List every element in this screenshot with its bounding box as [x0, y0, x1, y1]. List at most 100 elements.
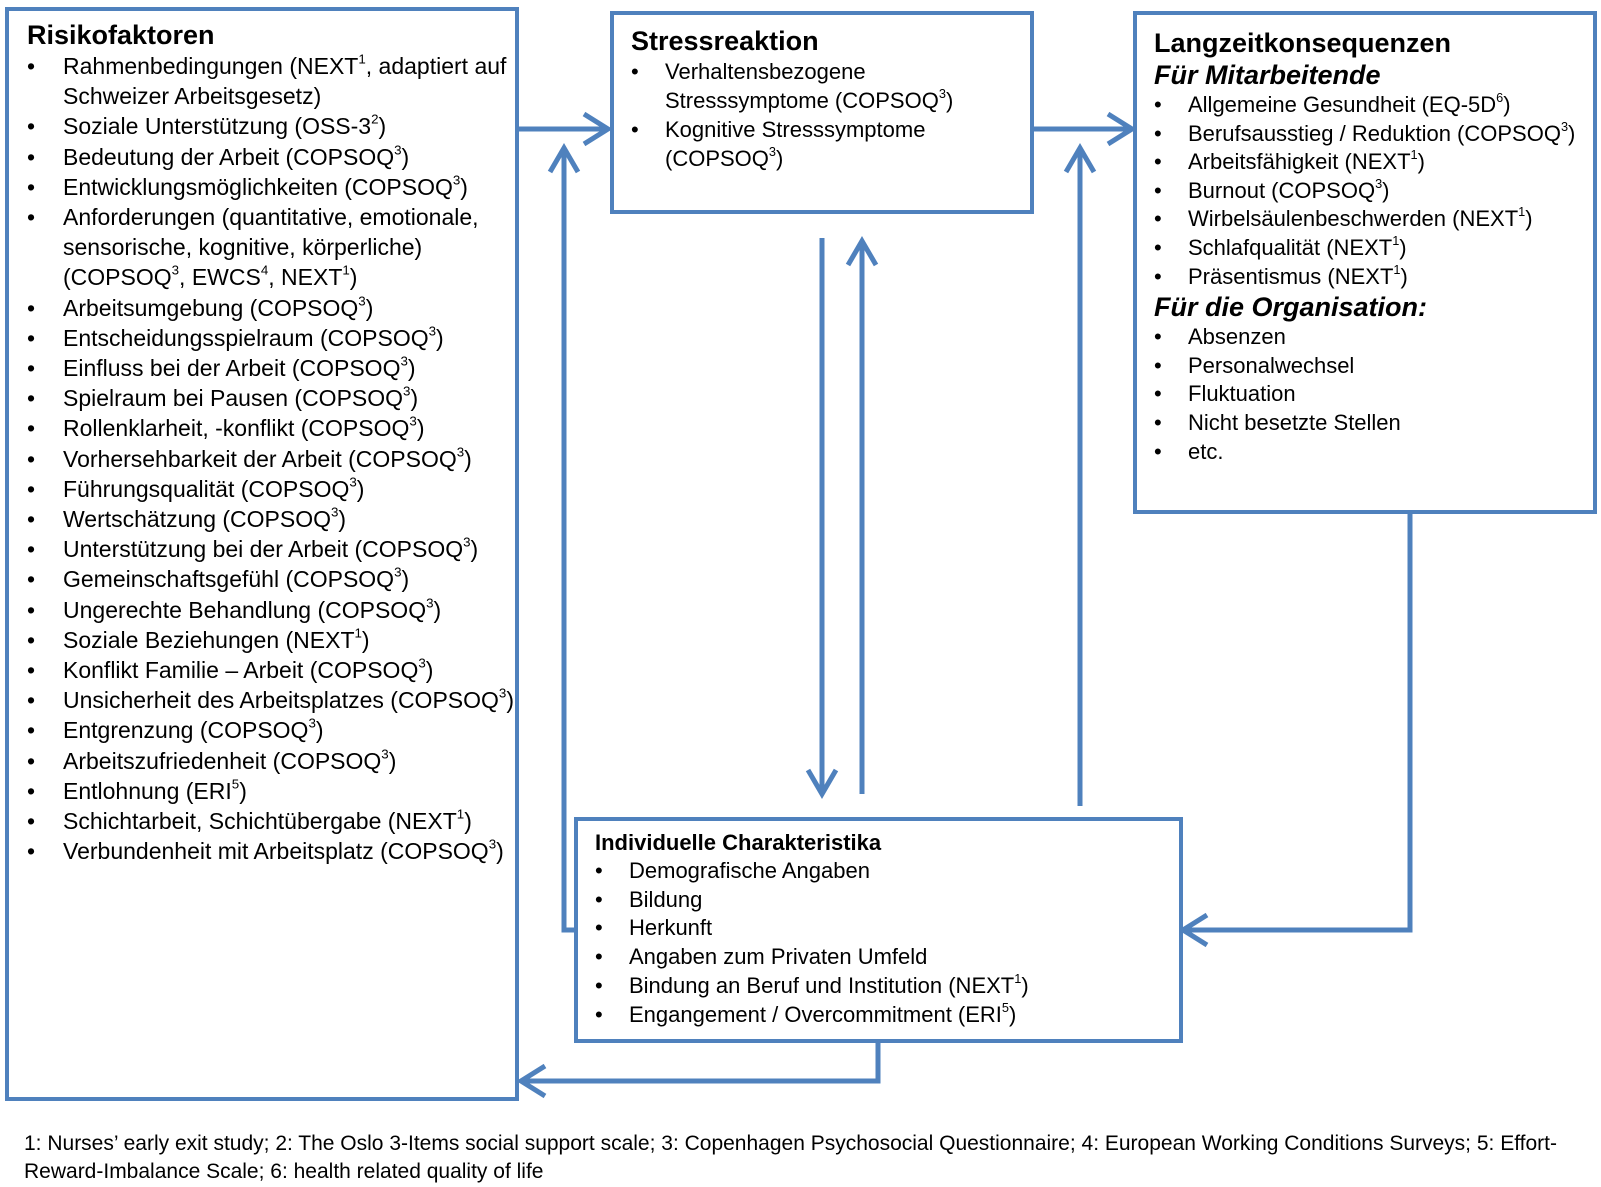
- footnote-reference: 1: [354, 625, 362, 641]
- footnote-reference: 1: [456, 806, 465, 822]
- list-item-text: Demografische Angaben: [629, 858, 870, 883]
- list-item: Angaben zum Privaten Umfeld: [595, 943, 1179, 972]
- list-item-text: ): [1382, 177, 1390, 203]
- arrowhead-risk-to-stress: [582, 111, 613, 147]
- list-item: Soziale Unterstützung (OSS-32): [27, 111, 515, 141]
- list-item-text: ): [433, 596, 442, 623]
- list-item: Engangement / Overcommitment (ERI5): [595, 999, 1179, 1030]
- list-item-text: ): [436, 324, 444, 351]
- list-item-text: Unterstützung bei der Arbeit (COPSOQ: [63, 536, 464, 563]
- footnote-reference: 3: [409, 413, 417, 429]
- footnote-reference: 3: [418, 655, 426, 671]
- list-item: Bedeutung der Arbeit (COPSOQ3): [27, 142, 515, 172]
- list-item: Fluktuation: [1154, 380, 1593, 409]
- list-item-text: Wertschätzung (COPSOQ: [63, 506, 331, 533]
- list-item-text: Verbundenheit mit Arbeitsplatz (COPSOQ: [63, 838, 489, 865]
- list-item: Rollenklarheit, -konflikt (COPSOQ3): [27, 413, 515, 443]
- list-item: Personalwechsel: [1154, 352, 1593, 381]
- list-item: Bindung an Beruf und Institution (NEXT1): [595, 972, 1179, 1001]
- list-item-text: Bindung an Beruf und Institution (NEXT: [629, 972, 1015, 998]
- list-item-text: Berufsausstieg / Reduktion (COPSOQ: [1188, 120, 1561, 146]
- list-item-text: ): [1503, 92, 1511, 117]
- list-item: Unterstützung bei der Arbeit (COPSOQ3): [27, 534, 515, 564]
- list-item-text: ): [338, 506, 347, 533]
- list-item: Absenzen: [1154, 323, 1593, 352]
- list-item: Entgrenzung (COPSOQ3): [27, 715, 515, 745]
- list-item-text: Entwicklungsmöglichkeiten (COPSOQ: [63, 173, 453, 200]
- footnote-reference: 3: [400, 353, 408, 369]
- footnote-reference: 3: [498, 685, 507, 701]
- list-item-text: etc.: [1188, 438, 1224, 464]
- list-item-text: Bildung: [629, 886, 703, 912]
- list-item: Herkunft: [595, 914, 1179, 943]
- risk-factors-list: Rahmenbedingungen (NEXT1, adaptiert auf …: [27, 51, 515, 867]
- list-item: Wirbelsäulenbeschwerden (NEXT1): [1154, 205, 1593, 234]
- footnote-reference: 5: [231, 776, 240, 792]
- list-item-text: Präsentismus (NEXT: [1188, 263, 1394, 289]
- footnote-reference: 1: [1393, 261, 1401, 277]
- footnote-reference: 1: [358, 51, 366, 67]
- list-item-text: Personalwechsel: [1188, 352, 1355, 378]
- footnote-reference: 1: [342, 262, 350, 278]
- list-item-text: Arbeitsumgebung (COPSOQ: [63, 294, 359, 321]
- organisation-subtitle: Für die Organisation:: [1154, 292, 1428, 323]
- arrow-individual-to-risk-stress-link: [561, 148, 586, 933]
- list-item-text: Entlohnung (ERI: [63, 777, 232, 804]
- list-item-text: Soziale Unterstützung (OSS-3: [63, 113, 372, 140]
- list-item-text: Einfluss bei der Arbeit (COPSOQ: [63, 355, 401, 382]
- footnote-reference: 3: [349, 474, 357, 490]
- list-item-text: ): [401, 566, 410, 593]
- footnote-reference: 5: [1001, 999, 1010, 1015]
- footnote: 1: Nurses’ early exit study; 2: The Oslo…: [24, 1132, 1557, 1183]
- footnote-reference: 4: [260, 262, 269, 278]
- list-item-text: ): [1399, 234, 1407, 260]
- list-item-text: ): [1021, 972, 1029, 998]
- risk-factors-title: Risikofaktoren: [27, 20, 215, 50]
- list-item-text: ): [315, 717, 324, 744]
- arrowhead-individual-to-risk: [516, 1063, 547, 1099]
- footnote-reference: 1: [1410, 146, 1418, 162]
- list-item-text: Gemeinschaftsgefühl (COPSOQ: [63, 566, 395, 593]
- footnote-reference: 3: [488, 836, 497, 852]
- list-item: Spielraum bei Pausen (COPSOQ3): [27, 383, 515, 413]
- risk-factors-box: Risikofaktoren Rahmenbedingungen (NEXT1,…: [5, 7, 519, 1101]
- individual-characteristics-title: Individuelle Charakteristika: [595, 830, 882, 855]
- list-item-text: ): [776, 146, 784, 171]
- list-item-text: Fluktuation: [1188, 381, 1296, 407]
- list-item-text: ): [1568, 120, 1576, 146]
- arrowhead-individual-to-risk-stress-link: [547, 143, 581, 174]
- footnote-reference: 3: [428, 323, 437, 339]
- footnote-reference: 3: [426, 594, 434, 610]
- list-item: Verbundenheit mit Arbeitsplatz (COPSOQ3): [27, 836, 515, 866]
- footnote-reference: 1: [1014, 970, 1022, 986]
- arrow-long-to-individual: [1183, 514, 1413, 933]
- list-item: Vorhersehbarkeit der Arbeit (COPSOQ3): [27, 444, 515, 474]
- list-item: Anforderungen (quantitative, emotionale,…: [27, 202, 515, 293]
- list-item-text: ): [1525, 206, 1533, 232]
- list-item-text: Unsicherheit des Arbeitsplatzes (COPSOQ: [63, 687, 499, 714]
- list-item-text: ): [506, 687, 514, 714]
- list-item-text: ): [464, 445, 472, 472]
- footnote-reference: 3: [1375, 175, 1383, 191]
- list-item: Allgemeine Gesundheit (EQ-5D6): [1154, 91, 1593, 120]
- list-item: Konflikt Familie – Arbeit (COPSOQ3): [27, 655, 515, 685]
- list-item-text: Allgemeine Gesundheit (EQ-5D: [1188, 92, 1497, 117]
- list-item-text: Entgrenzung (COPSOQ: [63, 717, 309, 744]
- individual-characteristics-box: Individuelle Charakteristika Demografisc…: [574, 817, 1183, 1043]
- list-item-text: Rahmenbedingungen (NEXT: [63, 53, 359, 79]
- list-item-text: ): [416, 415, 425, 442]
- list-item: Verhaltensbezogene Stresssymptome (COPSO…: [631, 57, 1030, 115]
- list-item-text: ): [239, 777, 247, 804]
- list-item-text: ): [460, 173, 468, 200]
- stress-reaction-box: Stressreaktion Verhaltensbezogene Stress…: [610, 11, 1034, 214]
- footnote-reference: 3: [358, 292, 366, 308]
- arrowhead-individual-to-stress-long-link: [1063, 143, 1097, 174]
- list-item-text: ): [1400, 263, 1408, 289]
- list-item-text: ): [425, 657, 434, 684]
- employees-consequences-list: Allgemeine Gesundheit (EQ-5D6)Berufsauss…: [1154, 91, 1593, 291]
- list-item: Nicht besetzte Stellen: [1154, 409, 1593, 438]
- long-term-consequences-box: Langzeitkonsequenzen Für Mitarbeitende A…: [1133, 11, 1597, 514]
- list-item: Soziale Beziehungen (NEXT1): [27, 625, 515, 655]
- arrowhead-long-to-individual: [1178, 912, 1209, 948]
- list-item-text: Soziale Beziehungen (NEXT: [63, 626, 355, 653]
